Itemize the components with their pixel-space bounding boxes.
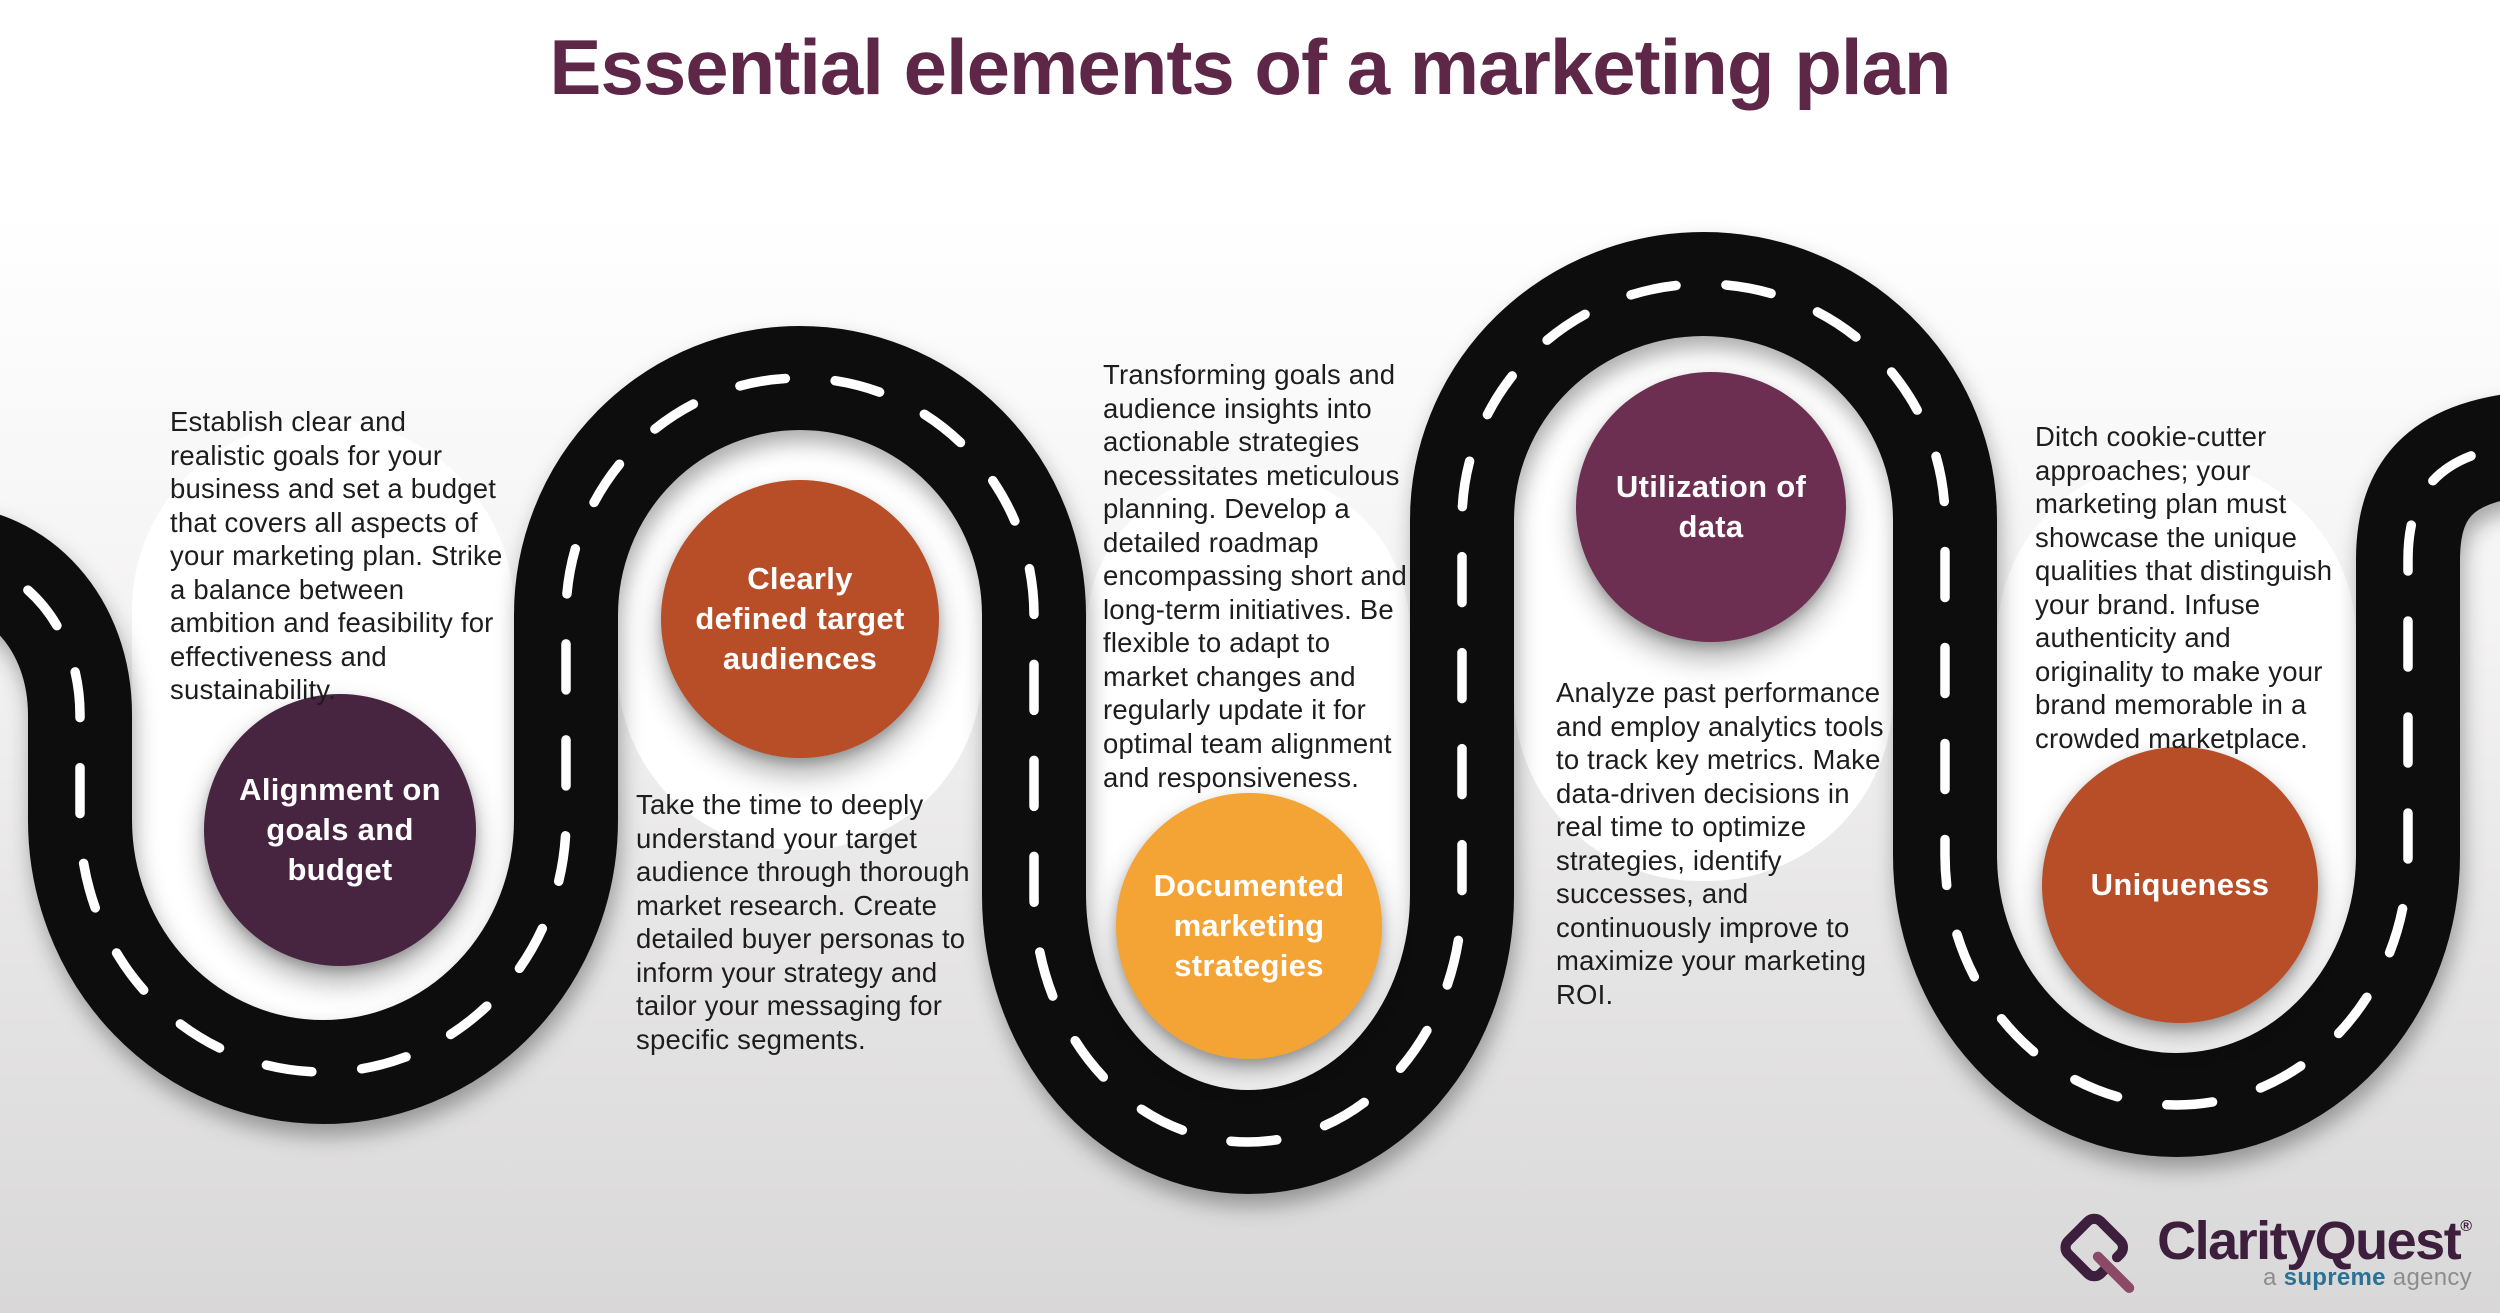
milestone-description-1: Establish clear and realistic goals for … bbox=[170, 406, 503, 706]
milestone-circle-1: Alignment on goals and budget bbox=[204, 694, 476, 966]
milestone-label-3: Documented marketing strategies bbox=[1153, 868, 1345, 983]
milestone-circle-2: Clearly defined target audiences bbox=[661, 480, 939, 758]
milestone-description-4: Analyze past performance and employ anal… bbox=[1556, 677, 1884, 1010]
milestone-description-5: Ditch cookie-cutter approaches; your mar… bbox=[2035, 421, 2333, 754]
road-dashes bbox=[0, 279, 2500, 1147]
milestone-label-4: Utilization of data bbox=[1615, 469, 1807, 544]
milestone-circle-4: Utilization of data bbox=[1576, 372, 1846, 642]
brand-tagline: a supreme agency bbox=[2263, 1264, 2472, 1291]
milestone-label-5: Uniqueness bbox=[2090, 867, 2270, 903]
milestone-label-1: Alignment on goals and budget bbox=[239, 772, 441, 887]
page-title: Essential elements of a marketing plan bbox=[549, 23, 1951, 111]
brand-logo: ClarityQuest® a supreme agency bbox=[2051, 1205, 2472, 1301]
clarityquest-logo-icon bbox=[2060, 1213, 2135, 1294]
milestone-circle-5: Uniqueness bbox=[2042, 747, 2318, 1023]
registered-mark: ® bbox=[2460, 1218, 2472, 1235]
milestone-label-2: Clearly defined target audiences bbox=[695, 561, 905, 676]
milestone-description-3: Transforming goals and audience insights… bbox=[1103, 359, 1408, 793]
brand-wordmark: ClarityQuest® bbox=[2157, 1211, 2472, 1271]
tagline-supreme: supreme bbox=[2283, 1264, 2386, 1291]
milestone-description-2: Take the time to deeply understand your … bbox=[636, 789, 970, 1055]
milestone-circle-3: Documented marketing strategies bbox=[1116, 793, 1382, 1059]
